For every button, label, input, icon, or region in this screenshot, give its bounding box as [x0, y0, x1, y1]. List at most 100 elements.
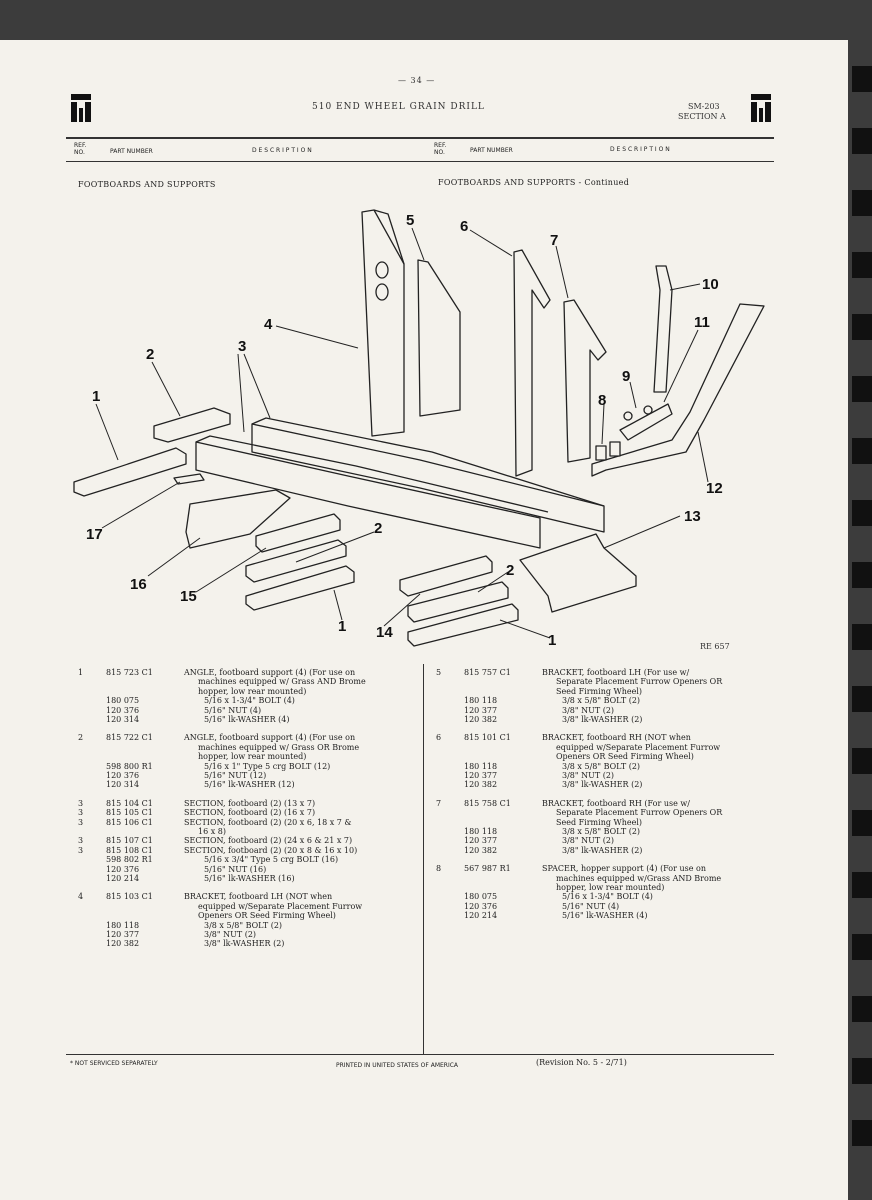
description-line: machines equipped w/ Grass AND Brome — [198, 677, 366, 687]
hardware-part-number: 180 118 — [464, 696, 498, 706]
part-number: 815 757 C1 — [464, 668, 511, 677]
angle-part-1-lower — [245, 565, 355, 611]
spacer-part-17 — [173, 473, 205, 485]
part-description: BRACKET, footboard LH (For use w/Separat… — [542, 668, 770, 696]
binding-coil — [852, 314, 872, 340]
description-line: hopper, low rear mounted) — [198, 686, 307, 696]
description-line: SECTION, footboard (2) (24 x 6 & 21 x 7) — [184, 836, 353, 846]
figure-number: RE 657 — [700, 642, 730, 651]
page-title: 510 END WHEEL GRAIN DRILL — [312, 102, 485, 112]
description-line: SECTION, footboard (2) (20 x 6, 18 x 7 & — [184, 817, 352, 827]
callout-13: 13 — [684, 508, 701, 525]
section-title-right: FOOTBOARDS AND SUPPORTS - Continued — [438, 178, 630, 187]
description-line: equipped w/Separate Placement Furrow — [556, 742, 721, 752]
part-number: 567 987 R1 — [464, 864, 511, 874]
callout-17: 17 — [86, 526, 103, 543]
angle-part-14 — [399, 555, 493, 597]
hardware-part-number: 180 118 — [464, 826, 498, 836]
ref-number: 1 — [78, 668, 84, 677]
header-rule-bottom — [66, 161, 774, 162]
description-line: machines equipped w/Grass AND Brome — [556, 873, 722, 883]
angle-part-1-left — [73, 447, 187, 497]
binding-coil — [852, 934, 872, 960]
hardware-part-number: 120 376 — [106, 770, 140, 780]
hardware-part-number: 120 377 — [464, 836, 498, 846]
hardware-description: 3/8" lk-WASHER (2) — [204, 939, 285, 949]
description-line: Separate Placement Furrow Openers OR — [556, 677, 723, 687]
callout-2-lower-middle: 2 — [506, 562, 515, 579]
ih-logo-left — [68, 94, 94, 122]
hardware-description: 3/8 x 5/8" BOLT (2) — [562, 761, 641, 771]
description-line: SECTION, footboard (2) (13 x 7) — [184, 798, 316, 808]
description-line: SPACER, hopper support (4) (For use on — [542, 864, 706, 874]
binding-coil — [852, 66, 872, 92]
bracket-part-16 — [185, 489, 291, 549]
hardware-part-number: 180 075 — [106, 696, 140, 706]
callout-2-lower-left: 2 — [374, 520, 383, 537]
binding-coil — [852, 1120, 872, 1146]
callout-1-lower-left: 1 — [338, 618, 347, 635]
callout-3: 3 — [238, 338, 247, 355]
no-label: NO. — [74, 149, 85, 156]
bracket-rh-part-6 — [513, 249, 551, 477]
ref-number: 5 — [436, 668, 442, 677]
ref-number: 2 — [78, 733, 84, 743]
description-header-right: D E S C R I P T I O N — [610, 146, 670, 153]
section-title-left: FOOTBOARDS AND SUPPORTS — [78, 180, 216, 189]
hardware-part-number: 120 314 — [106, 715, 140, 724]
part-description: SECTION, footboard (2) (20 x 6, 18 x 7 &… — [184, 818, 412, 837]
binding-coil — [852, 500, 872, 526]
description-header-left: D E S C R I P T I O N — [252, 147, 312, 154]
binding-coil — [852, 562, 872, 588]
description-line: hopper, low rear mounted) — [556, 883, 665, 892]
callout-14: 14 — [376, 624, 393, 641]
hardware-description: 5/16" NUT (16) — [204, 864, 267, 874]
hardware-part-number: 120 376 — [464, 901, 498, 911]
description-line: BRACKET, footboard LH (For use w/ — [542, 668, 690, 677]
exploded-parts-diagram — [73, 209, 765, 647]
angle-part-15 — [255, 513, 341, 553]
part-number: 815 103 C1 — [106, 892, 153, 902]
callout-12: 12 — [706, 480, 723, 497]
hardware-part-number: 120 214 — [106, 873, 140, 883]
hardware-part-number: 120 382 — [464, 845, 498, 855]
callout-8: 8 — [598, 392, 607, 409]
part-description: SECTION, footboard (2) (16 x 7) — [184, 808, 412, 817]
hardware-description: 5/16" lk-WASHER (4) — [204, 715, 290, 724]
hardware-part-number: 120 214 — [464, 911, 498, 921]
callout-7: 7 — [550, 232, 559, 249]
hardware-description: 3/8 x 5/8" BOLT (2) — [562, 696, 641, 706]
footer-rule — [66, 1054, 774, 1055]
footboard-section-front — [195, 441, 541, 549]
hardware-description: 5/16 x 3/4" Type 5 crg BOLT (16) — [204, 855, 339, 865]
binding-coil — [852, 996, 872, 1022]
part-number: 815 758 C1 — [464, 798, 511, 808]
binding-coil — [852, 376, 872, 402]
bracket-lh-part-5 — [417, 259, 461, 417]
hardware-description: 3/8" NUT (2) — [562, 705, 615, 715]
manual-code: SM-203 — [688, 102, 720, 111]
bracket-part-13 — [519, 533, 637, 613]
callout-1: 1 — [92, 388, 101, 405]
hardware-part-number: 598 802 R1 — [106, 855, 153, 865]
callout-2: 2 — [146, 346, 155, 363]
angle-part-2-middle — [407, 581, 509, 623]
hardware-description: 5/16 x 1" Type 5 crg BOLT (12) — [204, 761, 331, 771]
callout-6: 6 — [460, 218, 469, 235]
hardware-description: 5/16" lk-WASHER (16) — [204, 873, 295, 883]
hardware-description: 3/8" lk-WASHER (2) — [562, 845, 643, 855]
hardware-part-number: 120 382 — [464, 715, 498, 724]
angle-part-2-lower — [245, 539, 347, 583]
column-divider — [423, 664, 424, 1054]
description-line: equipped w/Separate Placement Furrow — [198, 901, 363, 911]
